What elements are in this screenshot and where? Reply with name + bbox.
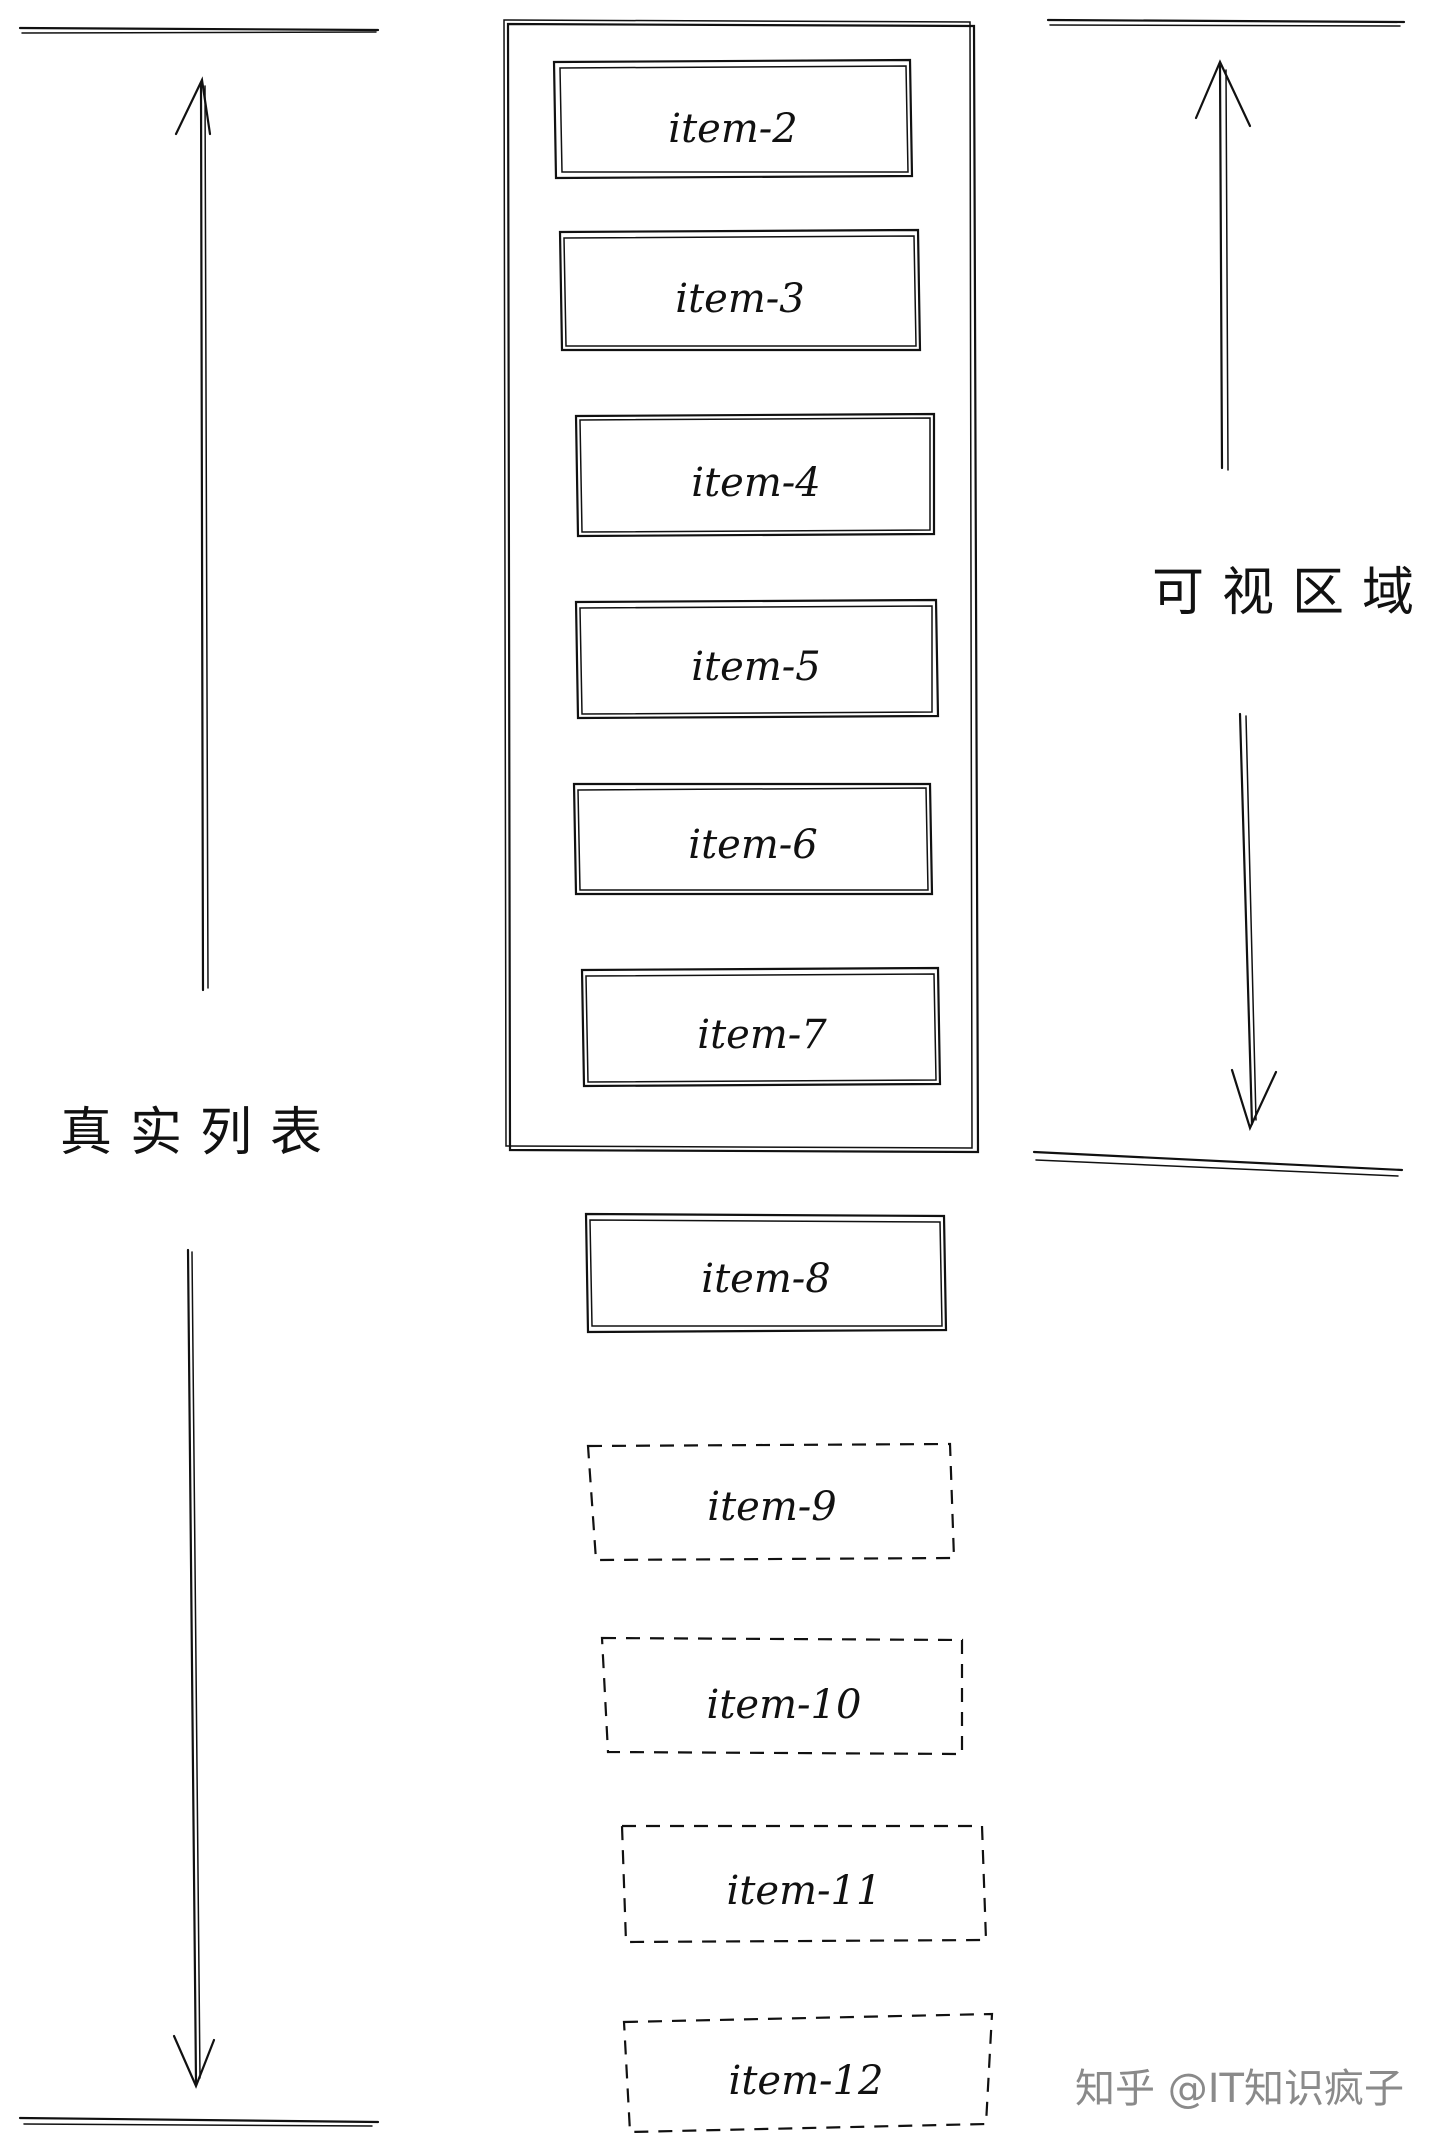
- list-item: item-6: [572, 782, 934, 896]
- item-label: item-7: [697, 1012, 827, 1058]
- item-label: item-5: [691, 644, 820, 690]
- item-label: item-9: [707, 1484, 836, 1530]
- list-item: item-4: [574, 412, 936, 538]
- item-label: item-8: [701, 1256, 830, 1302]
- list-item-virtual: item-11: [620, 1824, 988, 1944]
- item-label: item-10: [707, 1682, 862, 1728]
- visible-area-down-arrow: [1230, 712, 1278, 1132]
- list-item: item-5: [574, 598, 940, 720]
- buffer-item: item-8: [584, 1212, 948, 1334]
- viewport-frame: [503, 19, 980, 1154]
- virtual-items: item-9 item-10 item-11 item-12: [586, 1442, 994, 2134]
- watermark: 知乎 @IT知识疯子: [1075, 2066, 1404, 2112]
- list-item: item-3: [558, 228, 922, 352]
- visible-area-label: 可视区域: [1152, 563, 1432, 623]
- real-list-up-arrow: [174, 76, 212, 992]
- real-list-down-arrow: [172, 1248, 216, 2089]
- real-list-label: 真实列表: [60, 1103, 340, 1163]
- visible-area-up-arrow: [1194, 59, 1252, 471]
- item-label: item-2: [668, 106, 797, 152]
- real-list-bracket: 真实列表: [18, 26, 380, 2127]
- list-item-virtual: item-12: [622, 2012, 994, 2134]
- item-label: item-4: [691, 460, 820, 506]
- list-item: item-2: [552, 58, 914, 180]
- list-item-virtual: item-10: [600, 1636, 964, 1756]
- list-item-virtual: item-9: [586, 1442, 956, 1562]
- list-item: item-7: [580, 966, 942, 1088]
- visible-items: item-2 item-3 item-4 item-5 item-6 item-…: [552, 58, 942, 1088]
- item-label: item-11: [727, 1868, 882, 1914]
- item-label: item-3: [675, 276, 804, 322]
- item-label: item-6: [688, 822, 817, 868]
- item-label: item-12: [729, 2058, 884, 2104]
- visible-area-bracket: 可视区域: [1032, 18, 1432, 1177]
